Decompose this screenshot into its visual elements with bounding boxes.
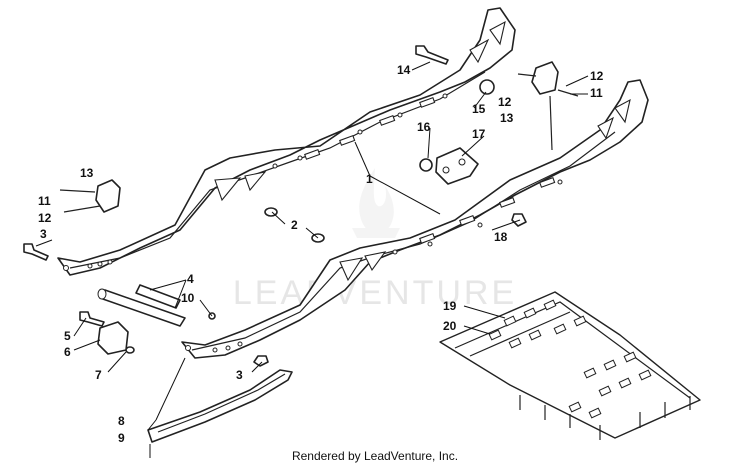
callout-12-right: 12 (590, 69, 604, 83)
callout-2: 2 (291, 218, 298, 232)
callout-18: 18 (494, 230, 508, 244)
rear-rail (57, 7, 516, 276)
callout-15: 15 (472, 102, 486, 116)
leader-lines (35, 61, 589, 431)
watermark-logo (352, 168, 400, 238)
credit-line: Rendered by LeadVenture, Inc. (291, 449, 459, 463)
front-rail (181, 79, 649, 359)
callout-11-left: 11 (38, 194, 51, 208)
callout-11-right: 11 (590, 86, 603, 100)
callout-16: 16 (417, 120, 431, 134)
callout-17: 17 (472, 127, 486, 141)
callout-14: 14 (397, 63, 411, 77)
watermark-text: LEADVENTURE (233, 274, 517, 312)
wear-strip (147, 369, 293, 458)
callout-13-left: 13 (80, 166, 94, 180)
callout-3-lower: 3 (236, 368, 243, 382)
callout-labels: 14 15 16 17 1 2 18 3 3 4 10 5 6 7 8 9 13… (38, 63, 604, 445)
track (439, 291, 701, 440)
callout-10: 10 (181, 291, 195, 305)
callout-5: 5 (64, 329, 71, 343)
stop-block-left (59, 179, 121, 213)
callout-20: 20 (443, 319, 457, 333)
callout-12-left: 12 (38, 211, 52, 225)
callout-8: 8 (118, 414, 125, 428)
callout-19: 19 (443, 299, 457, 313)
bolts (23, 45, 527, 367)
slide-block-17 (435, 147, 479, 185)
stop-block-right (517, 61, 579, 151)
callout-4: 4 (187, 272, 194, 286)
callout-3-upper: 3 (40, 227, 47, 241)
cross-shaft (97, 284, 216, 327)
callout-9: 9 (118, 431, 125, 445)
callout-12-center: 12 (498, 95, 512, 109)
stop-bracket-6 (97, 321, 135, 355)
callout-1: 1 (366, 172, 373, 186)
callout-7: 7 (95, 368, 102, 382)
callout-13-right: 13 (500, 111, 514, 125)
callout-6: 6 (64, 345, 71, 359)
